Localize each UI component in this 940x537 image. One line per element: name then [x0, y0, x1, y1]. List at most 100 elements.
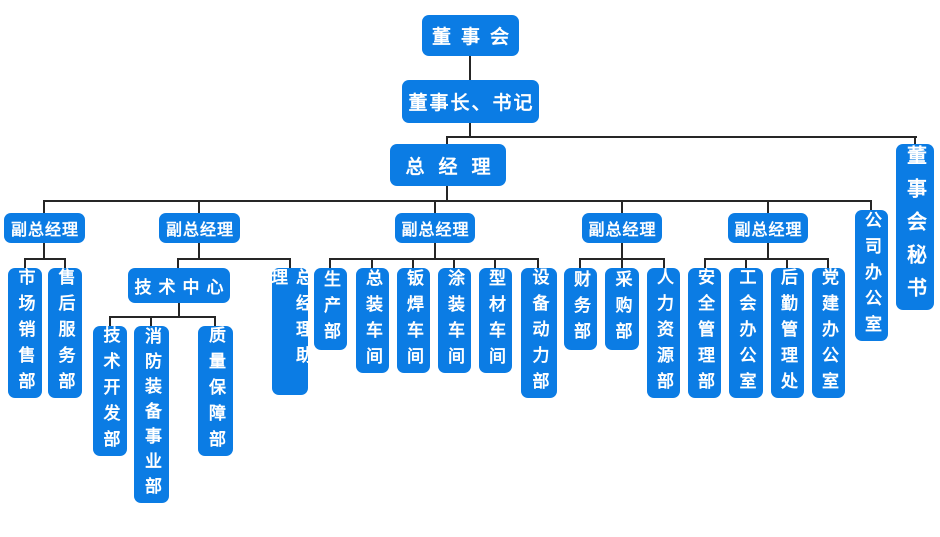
connector	[446, 186, 448, 201]
node-board-secretary: 董事会秘书	[896, 144, 934, 310]
connector	[64, 258, 66, 268]
node-union-office: 工会办公室	[729, 268, 763, 398]
connector	[870, 200, 872, 210]
node-tech-center: 技术中心	[128, 268, 230, 303]
node-deputy-gm-1: 副总经理	[4, 213, 85, 243]
connector	[914, 136, 916, 145]
connector	[663, 258, 665, 268]
node-logistics-management-office: 后勤管理处	[771, 268, 804, 398]
connector	[621, 200, 623, 213]
node-company-office-label: 公司办公室	[862, 210, 881, 341]
node-party-building-office: 党建办公室	[812, 268, 845, 398]
node-deputy-gm-1-label: 副总经理	[10, 222, 79, 239]
node-finance-dept-label: 财务部	[571, 270, 590, 348]
connector	[767, 200, 769, 213]
node-deputy-gm-3-label: 副总经理	[401, 222, 470, 239]
connector	[198, 243, 200, 259]
node-painting-workshop-label: 涂装车间	[445, 268, 464, 373]
connector	[434, 243, 436, 259]
connector	[453, 258, 455, 268]
node-production-dept-label: 生产部	[321, 270, 340, 348]
node-after-sales-service-dept-label: 售后服务部	[55, 268, 75, 398]
node-general-manager: 总经理	[390, 144, 506, 186]
node-marketing-sales-dept-label: 市场销售部	[15, 268, 35, 398]
node-tech-development-dept: 技术开发部	[93, 326, 127, 456]
node-fire-equipment-division-label: 消防装备事业部	[142, 327, 161, 502]
node-final-assembly-workshop: 总装车间	[356, 268, 389, 373]
node-party-building-office-label: 党建办公室	[819, 268, 838, 398]
node-deputy-gm-4: 副总经理	[582, 213, 662, 243]
connector	[150, 316, 152, 326]
connector	[330, 258, 539, 260]
connector	[537, 258, 539, 268]
connector	[178, 303, 180, 317]
connector	[25, 258, 65, 260]
connector	[621, 243, 623, 268]
connector	[43, 243, 45, 259]
connector	[371, 258, 373, 268]
node-quality-assurance-dept-label: 质量保障部	[206, 326, 225, 456]
connector	[469, 56, 471, 80]
connector	[43, 200, 45, 213]
node-deputy-gm-2: 副总经理	[159, 213, 240, 243]
node-deputy-gm-5: 副总经理	[728, 213, 808, 243]
node-equipment-power-dept-label: 设备动力部	[529, 268, 549, 398]
node-tech-center-label: 技术中心	[134, 278, 231, 297]
node-deputy-gm-5-label: 副总经理	[734, 222, 803, 239]
connector	[767, 243, 769, 259]
node-final-assembly-workshop-label: 总装车间	[363, 268, 382, 373]
node-gm-assistant: 总经理助理	[268, 268, 312, 395]
connector	[745, 258, 747, 268]
node-profile-workshop: 型材车间	[479, 268, 512, 373]
node-painting-workshop: 涂装车间	[438, 268, 471, 373]
connector	[110, 316, 216, 318]
connector	[198, 200, 200, 213]
node-finance-dept: 财务部	[564, 268, 597, 350]
connector	[24, 258, 26, 268]
connector	[827, 258, 829, 268]
node-purchasing-dept: 采购部	[605, 268, 639, 350]
connector	[704, 258, 706, 268]
node-board: 董事会	[422, 15, 519, 56]
connector	[579, 258, 581, 268]
connector	[177, 258, 179, 268]
node-deputy-gm-4-label: 副总经理	[588, 222, 657, 239]
node-marketing-sales-dept: 市场销售部	[8, 268, 42, 398]
connector	[109, 316, 111, 326]
node-safety-management-dept: 安全管理部	[688, 268, 721, 398]
node-safety-management-dept-label: 安全管理部	[695, 268, 714, 398]
node-deputy-gm-3: 副总经理	[395, 213, 475, 243]
node-sheet-welding-workshop-label: 钣焊车间	[404, 268, 423, 373]
connector	[412, 258, 414, 268]
connector	[447, 136, 917, 138]
connector	[494, 258, 496, 268]
node-general-manager-label: 总经理	[405, 156, 505, 178]
node-profile-workshop-label: 型材车间	[486, 268, 505, 373]
node-production-dept: 生产部	[314, 268, 347, 350]
connector	[786, 258, 788, 268]
node-board-label: 董事会	[432, 27, 520, 48]
node-equipment-power-dept: 设备动力部	[521, 268, 557, 398]
node-sheet-welding-workshop: 钣焊车间	[397, 268, 430, 373]
connector	[214, 316, 216, 326]
node-chairman-secretary-label: 董事长、书记	[408, 93, 535, 114]
node-hr-dept: 人力资源部	[647, 268, 680, 398]
connector	[469, 123, 471, 137]
connector	[446, 136, 448, 144]
connector	[580, 258, 664, 260]
connector	[705, 258, 829, 260]
node-union-office-label: 工会办公室	[736, 268, 756, 398]
connector	[329, 258, 331, 268]
node-board-secretary-label: 董事会秘书	[903, 144, 926, 310]
connector	[178, 258, 291, 260]
node-after-sales-service-dept: 售后服务部	[48, 268, 82, 398]
node-logistics-management-office-label: 后勤管理处	[778, 268, 797, 398]
node-tech-development-dept-label: 技术开发部	[100, 326, 120, 456]
node-gm-assistant-label: 总经理助理	[268, 268, 312, 372]
connector	[434, 200, 436, 213]
connector	[44, 200, 872, 202]
node-hr-dept-label: 人力资源部	[654, 268, 673, 398]
connector	[289, 258, 291, 268]
node-fire-equipment-division: 消防装备事业部	[134, 326, 169, 503]
